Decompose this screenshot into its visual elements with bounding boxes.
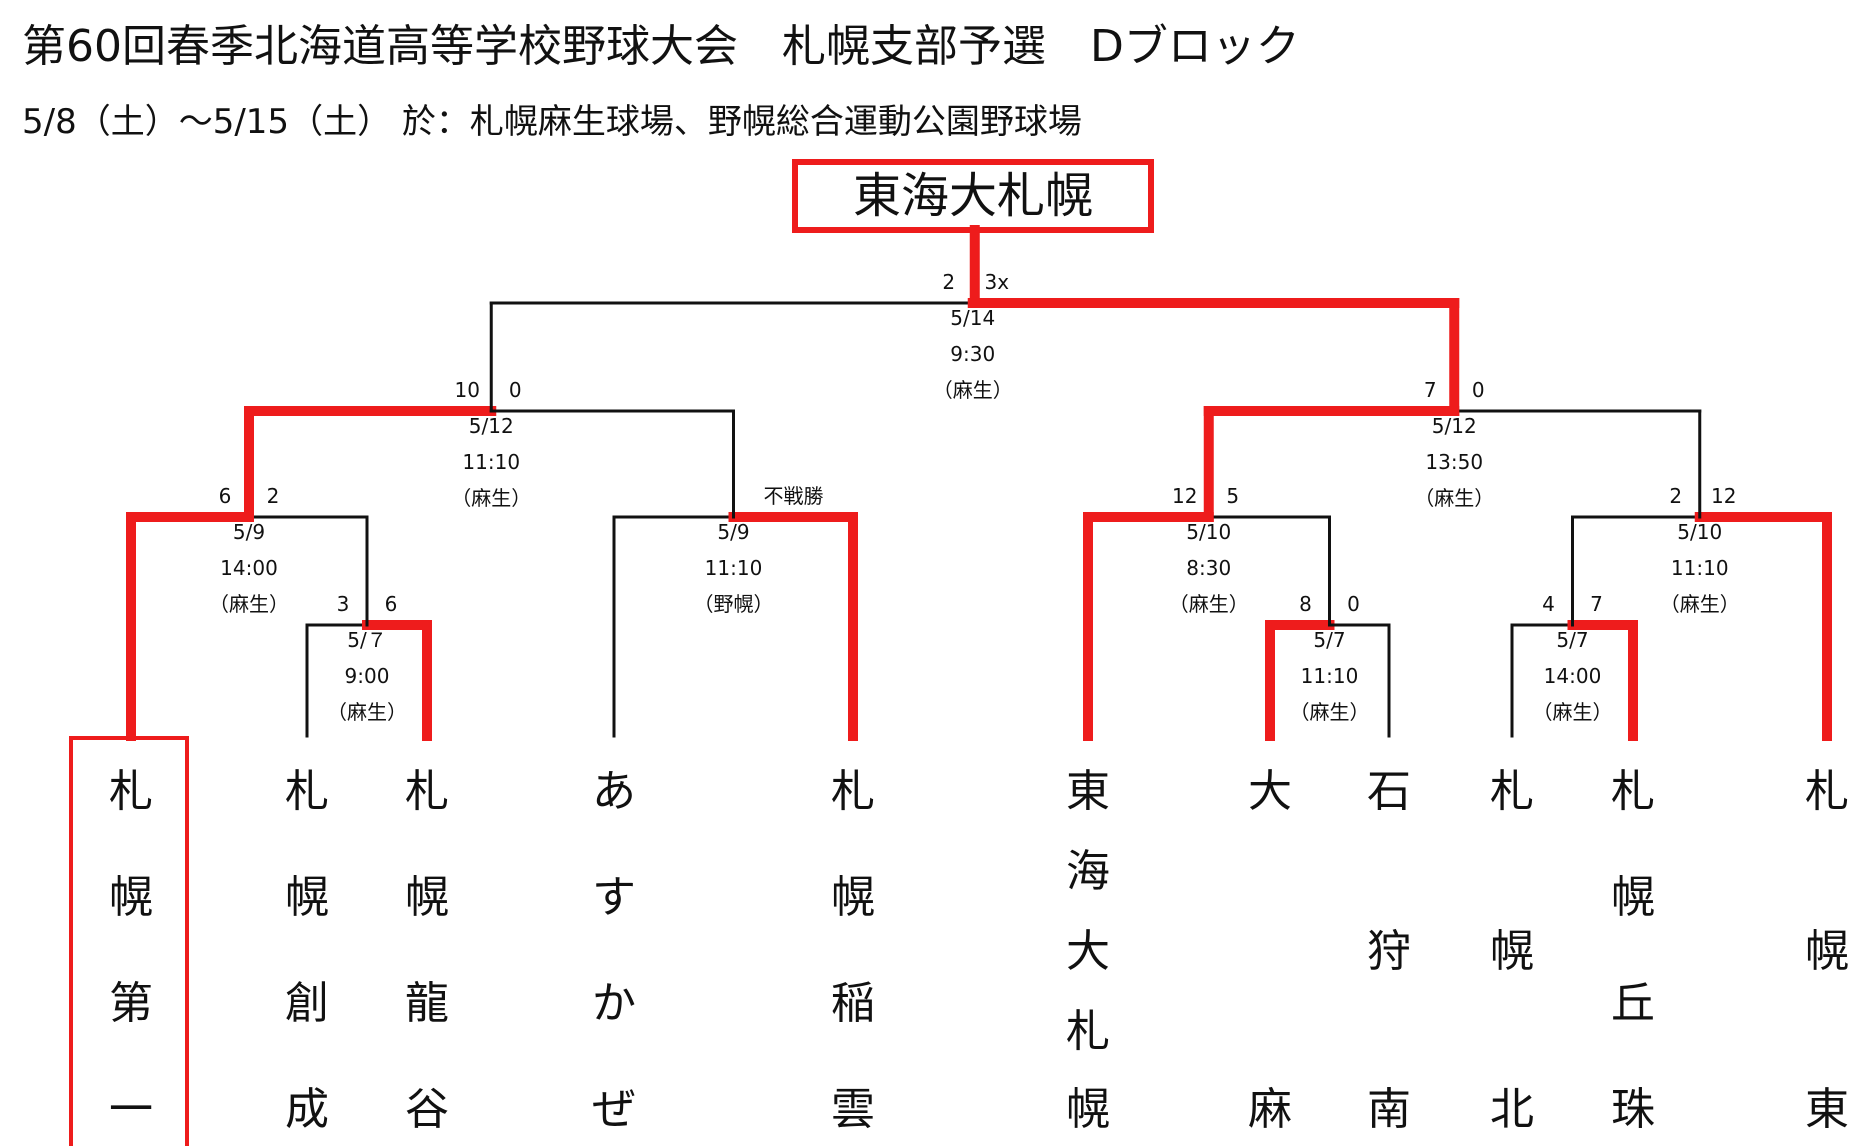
game-date: 5/12 (469, 414, 514, 438)
game-time: 9:30 (950, 342, 995, 366)
game-time: 9:00 (345, 664, 390, 688)
game-venue: （麻生） (1660, 592, 1740, 616)
score-left: 8 (1299, 592, 1312, 616)
score-right: 0 (509, 378, 522, 402)
score-left: 10 (455, 378, 480, 402)
team-char: 幌 (831, 872, 875, 923)
team-char: 龍 (405, 978, 449, 1029)
score-left: 6 (219, 484, 232, 508)
team-char: 札 (285, 766, 329, 817)
game-venue: （麻生） (451, 486, 531, 510)
score-right: 3x (984, 270, 1009, 294)
team-char: 札 (1805, 766, 1849, 817)
page-title: 第60回春季北海道高等学校野球大会 札幌支部予選 Dブロック (22, 21, 1300, 72)
team-char: あ (592, 766, 636, 817)
game-date: 5/７ (347, 628, 386, 652)
game-venue: （麻生） (1414, 486, 1494, 510)
team-char: 稲 (831, 978, 875, 1029)
game-time: 11:10 (462, 450, 520, 474)
team-char: 珠 (1611, 1084, 1655, 1135)
score-right: 7 (1590, 592, 1603, 616)
team-char: 大 (1066, 926, 1110, 977)
team-char: 札 (1490, 766, 1534, 817)
game-time: 11:10 (1301, 664, 1359, 688)
team-char: 雲 (831, 1084, 875, 1135)
team-char: 海 (1066, 846, 1110, 897)
game-date: 5/14 (950, 306, 995, 330)
game-time: 13:50 (1425, 450, 1483, 474)
game-venue: （麻生） (209, 592, 289, 616)
score-right: 12 (1711, 484, 1736, 508)
game-date: 5/7 (1556, 628, 1588, 652)
game-venue: （麻生） (327, 700, 407, 724)
score-right: 6 (385, 592, 398, 616)
team-char: 北 (1490, 1084, 1534, 1135)
team-char: 幌 (1611, 872, 1655, 923)
team-char: 札 (109, 766, 153, 817)
score-right: 5 (1226, 484, 1239, 508)
game-time: 8:30 (1186, 556, 1231, 580)
game-venue: （麻生） (1290, 700, 1370, 724)
winner-name: 東海大札幌 (853, 168, 1093, 224)
game-venue: （麻生） (1533, 700, 1613, 724)
team-char: 一 (109, 1084, 153, 1135)
score-left: 7 (1424, 378, 1437, 402)
score-left: 4 (1542, 592, 1555, 616)
team-char: 石 (1367, 766, 1411, 817)
game-venue: （麻生） (933, 378, 1013, 402)
score-left: 2 (942, 270, 955, 294)
team-char: 札 (831, 766, 875, 817)
team-char: 東 (1066, 766, 1110, 817)
team-char: 第 (109, 978, 153, 1029)
team-char: 幌 (1805, 926, 1849, 977)
game-date: 5/9 (717, 520, 749, 544)
game-time: 14:00 (1544, 664, 1602, 688)
team-char: か (592, 978, 636, 1029)
game-date: 5/12 (1432, 414, 1477, 438)
team-char: 谷 (405, 1084, 449, 1135)
score-right: 2 (267, 484, 280, 508)
game-date: 5/7 (1313, 628, 1345, 652)
team-char: 成 (285, 1084, 329, 1135)
team-char: 札 (1066, 1006, 1110, 1057)
team-char: 幌 (109, 872, 153, 923)
team-char: 札 (1611, 766, 1655, 817)
game-venue: （麻生） (1169, 592, 1249, 616)
score-right: 0 (1472, 378, 1485, 402)
team-char: 東 (1805, 1084, 1849, 1135)
score-right: 0 (1347, 592, 1360, 616)
team-char: す (592, 872, 636, 923)
score-left: 3 (337, 592, 350, 616)
page-subtitle: 5/8（土）～5/15（土） 於：札幌麻生球場、野幌総合運動公園野球場 (22, 102, 1082, 142)
team-char: 創 (285, 978, 329, 1029)
team-char: 大 (1248, 766, 1292, 817)
winner-box (792, 159, 1154, 233)
game-time: 11:10 (705, 556, 763, 580)
score-right: 不戦勝 (764, 484, 824, 508)
team-char: 幌 (1066, 1084, 1110, 1135)
team-char: 幌 (405, 872, 449, 923)
game-date: 5/9 (233, 520, 265, 544)
game-venue: （野幌） (694, 592, 774, 616)
game-date: 5/10 (1677, 520, 1722, 544)
game-time: 11:10 (1671, 556, 1729, 580)
game-date: 5/10 (1186, 520, 1231, 544)
team-char: 幌 (285, 872, 329, 923)
score-left: 2 (1669, 484, 1682, 508)
team-char: 麻 (1248, 1084, 1292, 1135)
team-char: 南 (1367, 1084, 1411, 1135)
team-char: ぜ (592, 1084, 636, 1135)
team-char: 丘 (1611, 978, 1655, 1029)
game-time: 14:00 (220, 556, 278, 580)
team-char: 札 (405, 766, 449, 817)
score-left: 12 (1172, 484, 1197, 508)
team-char: 狩 (1367, 926, 1411, 977)
team-char: 幌 (1490, 926, 1534, 977)
